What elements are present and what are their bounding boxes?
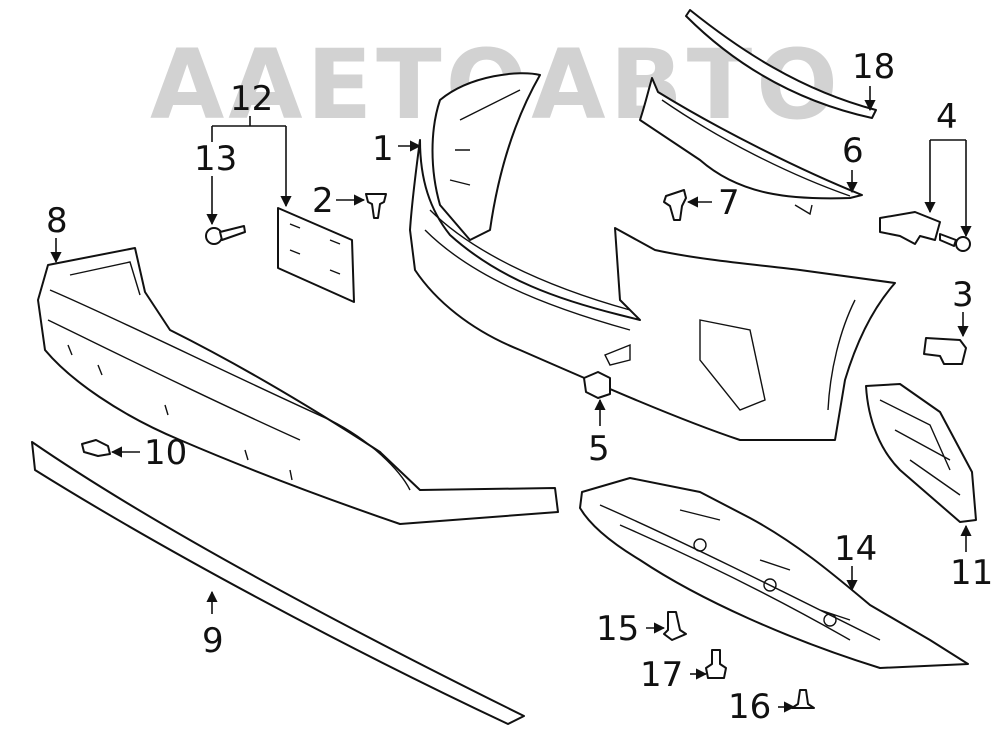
part-15-fastener bbox=[663, 611, 687, 641]
part-5-retainer bbox=[583, 371, 611, 399]
callout-3: 3 bbox=[952, 275, 974, 315]
part-14-undercover bbox=[579, 477, 969, 669]
callout-4: 4 bbox=[936, 97, 958, 137]
callout-9: 9 bbox=[202, 621, 224, 661]
part-17-bolt bbox=[705, 649, 727, 679]
part-2-clip bbox=[365, 193, 387, 219]
part-3-bracket bbox=[923, 337, 967, 365]
callout-15: 15 bbox=[596, 609, 639, 649]
callout-18: 18 bbox=[852, 47, 895, 87]
callout-11: 11 bbox=[950, 553, 993, 593]
callout-12: 12 bbox=[230, 79, 273, 119]
part-1-bumper-cover bbox=[409, 72, 896, 441]
leader-lines bbox=[50, 86, 972, 713]
part-8-lower-absorber bbox=[37, 247, 559, 525]
part-9-trim-strip bbox=[31, 441, 525, 725]
callout-2: 2 bbox=[312, 181, 334, 221]
callout-8: 8 bbox=[46, 201, 68, 241]
part-13-bolt bbox=[205, 225, 246, 245]
part-12-license-bracket bbox=[277, 207, 355, 303]
callout-10: 10 bbox=[144, 433, 187, 473]
callout-17: 17 bbox=[640, 655, 683, 695]
callout-14: 14 bbox=[834, 529, 877, 569]
callout-6: 6 bbox=[842, 131, 864, 171]
callout-13: 13 bbox=[194, 139, 237, 179]
part-4-bracket bbox=[879, 211, 971, 252]
part-7-clip bbox=[663, 189, 687, 221]
part-11-fog-lamp-cover bbox=[865, 383, 977, 523]
callout-1: 1 bbox=[372, 129, 394, 169]
part-18-grille-trim bbox=[685, 9, 877, 119]
callout-16: 16 bbox=[728, 687, 771, 727]
part-10-clip bbox=[81, 439, 111, 457]
callout-7: 7 bbox=[718, 183, 740, 223]
part-6-upper-molding bbox=[639, 77, 863, 216]
callout-5: 5 bbox=[588, 429, 610, 469]
part-16-screw bbox=[791, 689, 815, 709]
